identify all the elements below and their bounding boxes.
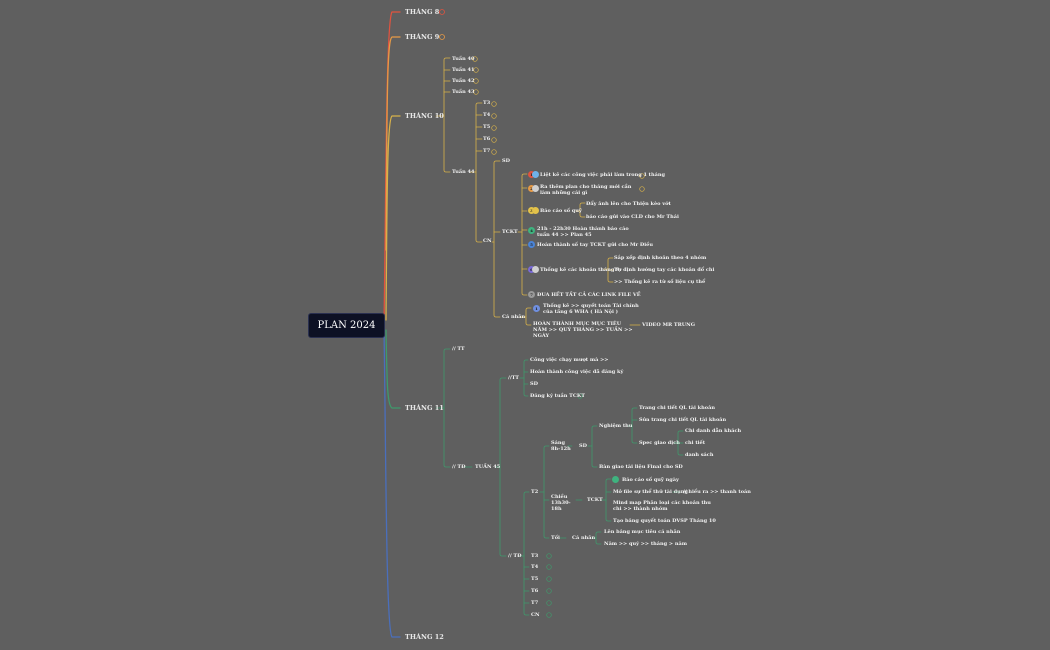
priority-1-icon: 1	[533, 305, 540, 312]
t11-spec-item[interactable]: danh sách	[685, 452, 714, 458]
t11-tckt-item[interactable]: Mind map Phân loại các khoản thu chi >> …	[613, 500, 711, 512]
t10-week-node[interactable]: Tuần 42	[452, 78, 475, 84]
t11-afternoon-node[interactable]: Chiều 13h30-18h	[551, 494, 571, 512]
t10-day-node[interactable]: T7	[483, 148, 491, 154]
t11-day-node[interactable]: T6	[531, 588, 539, 594]
priority-4-icon: 4	[528, 227, 535, 234]
t10-ca-nhan-subitem[interactable]: VIDEO MR TRUNG	[642, 322, 695, 328]
t10-sd-node[interactable]: SD	[502, 158, 510, 164]
t10-tckt-item[interactable]: Hoàn thành số tay TCKT gửi cho Mr Điều	[537, 242, 653, 248]
priority-7-icon: 7	[528, 291, 535, 298]
t11-ca-nhan-item[interactable]: Lên bảng mục tiêu cá nhân	[604, 529, 681, 535]
t11-tt2-node[interactable]: //TT	[508, 375, 519, 381]
t11-tckt-subitem[interactable]: // hiểu ra >> thanh toán	[683, 489, 751, 495]
t11-sd-node[interactable]: SD	[579, 443, 587, 449]
root-node[interactable]: PLAN 2024	[308, 313, 385, 338]
t11-evening-node[interactable]: Tối	[551, 535, 560, 541]
t10-tckt-subitem[interactable]: >> Thống kê ra từ số liệu cụ thể	[614, 279, 706, 285]
t10-day-node[interactable]: T3	[483, 100, 491, 106]
t10-day-node[interactable]: T5	[483, 124, 491, 130]
t11-td-node[interactable]: // TĐ	[452, 464, 466, 470]
priority-1-icon: 1	[528, 171, 535, 178]
t10-ca-nhan-item[interactable]: HOÀN THÀNH MỤC MỤC TIÊU NĂM >> QUÝ THÁNG…	[533, 321, 633, 339]
t11-acceptance-node[interactable]: Nghiệm thu	[599, 423, 633, 429]
t11-tt-node[interactable]: // TT	[452, 346, 465, 352]
t11-branch	[435, 348, 684, 616]
t10-week-node[interactable]: Tuần 41	[452, 67, 475, 73]
t10-tckt-item[interactable]: Thống kê các khoản tháng 9	[540, 267, 620, 273]
month-node-t12[interactable]: THÁNG 12	[405, 633, 444, 641]
connector-t9	[385, 36, 401, 251]
priority-3-icon: 3	[528, 207, 535, 214]
t11-day-node[interactable]: CN	[531, 612, 540, 618]
t11-ca-nhan-item[interactable]: Năm >> quý >> tháng > năm	[604, 541, 688, 547]
t10-week-node[interactable]: Tuần 44	[452, 169, 475, 175]
t11-spec-item[interactable]: chi tiết	[685, 440, 706, 446]
connector-t11	[385, 329, 401, 409]
t11-tckt-item[interactable]: Mở file sự thể thử tài dụng	[613, 489, 688, 495]
t10-week-node[interactable]: Tuần 43	[452, 89, 475, 95]
progress-icon	[532, 185, 539, 192]
t11-tt-item[interactable]: SD	[530, 381, 538, 387]
t11-tckt-node[interactable]: TCKT	[587, 497, 603, 503]
priority-2-icon: 2	[528, 185, 535, 192]
t10-ca-nhan-node[interactable]: Cá nhân	[502, 314, 526, 320]
progress-icon	[532, 266, 539, 273]
t10-tckt-subitem[interactable]: Tự định hướng tay các khoản đổ chi	[614, 267, 715, 273]
month-node-t10[interactable]: THÁNG 10	[405, 112, 444, 120]
t8-flag-icon	[439, 9, 445, 15]
t10-tckt-item[interactable]: Báo cáo số quỹ	[540, 208, 582, 214]
t10-tckt-item[interactable]: 21h - 22h30 Hoàn thành báo cáo tuần 44 >…	[537, 226, 629, 238]
t11-day-node[interactable]: T2	[531, 489, 539, 495]
t11-tckt-item[interactable]: Tạo bảng quyết toán DVSP Tháng 10	[613, 518, 716, 524]
t10-tckt-subitem[interactable]: Sắp xếp định khoản theo 4 nhóm	[614, 255, 707, 261]
t10-ca-nhan-item[interactable]: Thống kê >> quyết toán Tài chính của tần…	[543, 303, 639, 315]
connector-t12	[383, 329, 401, 638]
t10-tckt-node[interactable]: TCKT	[502, 229, 518, 235]
t10-tckt-item[interactable]: Ra thêm plan cho tháng mới cần làm những…	[540, 184, 632, 196]
t11-tckt-item[interactable]: Báo cáo số quỹ ngày	[622, 477, 679, 483]
t11-td2-node[interactable]: // TĐ	[508, 553, 522, 559]
t10-tckt-subitem[interactable]: báo cáo gửi vào CLD cho Mr Thái	[586, 214, 679, 220]
connector-t10	[385, 115, 401, 321]
t10-day-node[interactable]: CN	[483, 238, 492, 244]
priority-5-icon: 5	[528, 241, 535, 248]
t11-acceptance-item[interactable]: Trang chi tiết QL tài khoản	[639, 405, 715, 411]
t11-handover-node[interactable]: Bàn giao tài liệu Final cho SD	[599, 464, 683, 470]
status-icon	[612, 476, 619, 483]
t11-day-node[interactable]: T5	[531, 576, 539, 582]
t11-icons	[546, 393, 583, 618]
t11-morning-node[interactable]: Sáng 8h-12h	[551, 440, 571, 452]
progress-icon	[532, 171, 539, 178]
t10-day-node[interactable]: T4	[483, 112, 491, 118]
t10-week-node[interactable]: Tuần 40	[452, 56, 475, 62]
t10-tckt-item[interactable]: Liệt kê các công việc phải làm trong 1 t…	[540, 172, 665, 178]
t11-day-node[interactable]: T3	[531, 553, 539, 559]
t11-day-node[interactable]: T7	[531, 600, 539, 606]
t11-tt-item[interactable]: Đăng ký tuần TCKT	[530, 393, 585, 399]
t10-icons	[472, 56, 645, 192]
t11-acceptance-item[interactable]: Spec giao dịch	[639, 440, 680, 446]
t11-tt-item[interactable]: Công việc chạy mượt mà >>	[530, 357, 609, 363]
t11-spec-item[interactable]: Chi danh dẫn khách	[685, 428, 742, 434]
t11-ca-nhan-node[interactable]: Cá nhân	[572, 535, 596, 541]
t11-week-node[interactable]: TUẦN 45	[475, 464, 501, 470]
progress-icon	[532, 207, 539, 214]
t10-branch	[435, 57, 641, 326]
t11-day-node[interactable]: T4	[531, 564, 539, 570]
t9-flag-icon	[439, 34, 445, 40]
t11-tt-item[interactable]: Hoàn thành công việc đã đăng ký	[530, 369, 624, 375]
priority-6-icon: 6	[528, 266, 535, 273]
t10-day-node[interactable]: T6	[483, 136, 491, 142]
month-node-t8[interactable]: THÁNG 8	[405, 8, 440, 16]
month-node-t11[interactable]: THÁNG 11	[405, 404, 444, 412]
t10-tckt-item[interactable]: ĐUA HẾT TẤT CẢ CÁC LINK FILE VỀ	[537, 292, 641, 298]
month-node-t9[interactable]: THÁNG 9	[405, 33, 440, 41]
t11-acceptance-item[interactable]: Sửa trang chi tiết QL tài khoản	[639, 417, 727, 423]
t10-tckt-subitem[interactable]: Đẩy ảnh lên cho Thiện kèo vớt	[586, 201, 671, 207]
